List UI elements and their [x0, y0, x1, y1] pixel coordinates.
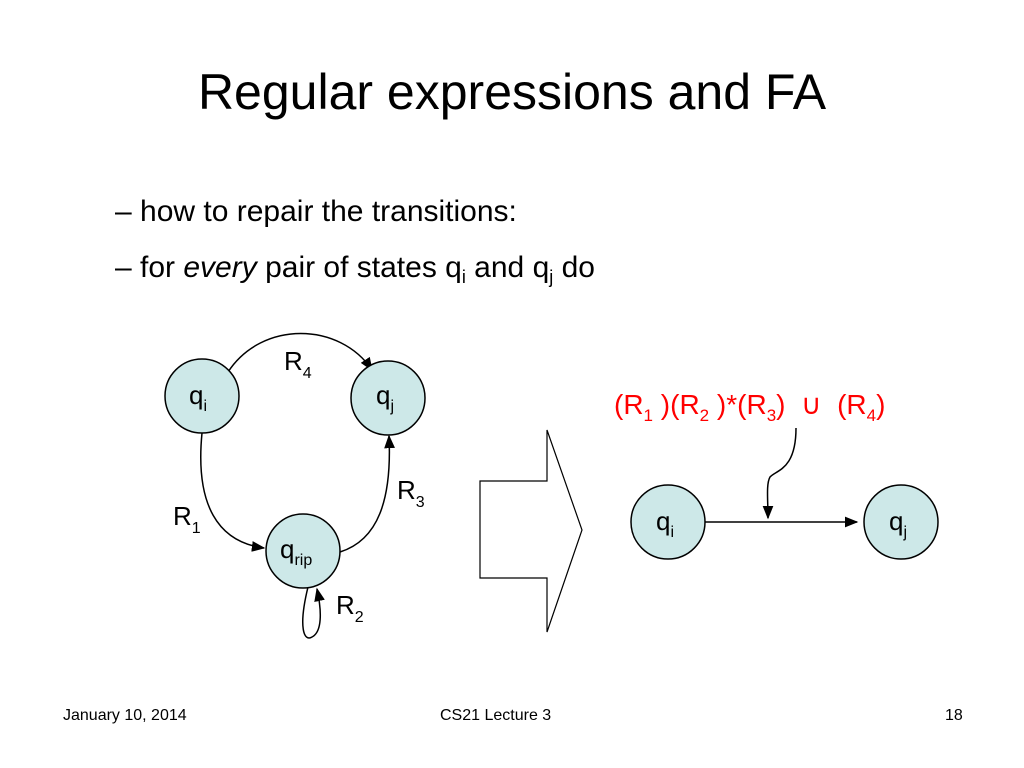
- footer-page-number: 18: [945, 707, 963, 724]
- bullet2-emphasis: every: [183, 251, 257, 284]
- state-qj-right-label: qj: [889, 506, 907, 541]
- expression-pointer: [762, 427, 797, 520]
- edge-label-r3: R3: [397, 475, 425, 511]
- state-qi-right-label: qi: [656, 506, 674, 541]
- bullet2-sub-i: i: [461, 267, 466, 287]
- state-qi-right: [630, 484, 706, 560]
- state-qj-left-label: qj: [376, 380, 394, 415]
- bullet2-mid: pair of states q: [256, 251, 462, 284]
- state-qi-left: [164, 358, 240, 434]
- state-qrip-label: qrip: [280, 534, 312, 569]
- regex-expression: (R1 )(R2 )*(R3) ∪ (R4): [614, 389, 885, 425]
- bullet-every-pair: – for every pair of states qi and qj do: [115, 250, 595, 286]
- bullet2-and: and q: [465, 251, 550, 284]
- state-qj-left: [350, 360, 426, 436]
- footer-course: CS21 Lecture 3: [440, 707, 552, 724]
- edge-qrip-loop: [302, 586, 325, 639]
- transform-arrow: [479, 429, 583, 633]
- bullet2-prefix: – for: [115, 251, 184, 284]
- state-qj-right: [863, 484, 939, 560]
- edge-qrip-qj: [339, 434, 395, 553]
- slide-title: Regular expressions and FA: [197, 64, 827, 120]
- state-qi-left-label: qi: [189, 380, 207, 415]
- bullet2-sub-j: j: [549, 267, 554, 287]
- edge-qi-qj: [227, 332, 373, 373]
- footer-date: January 10, 2014: [63, 707, 187, 724]
- edge-qi-qrip: [200, 432, 266, 552]
- edge-label-r1: R1: [173, 501, 201, 537]
- bullet2-suffix: do: [553, 251, 595, 284]
- bullet-repair-transitions: – how to repair the transitions:: [115, 195, 517, 228]
- state-qrip: [265, 513, 341, 589]
- edge-label-r4: R4: [284, 346, 312, 382]
- edge-label-r2: R2: [336, 590, 364, 626]
